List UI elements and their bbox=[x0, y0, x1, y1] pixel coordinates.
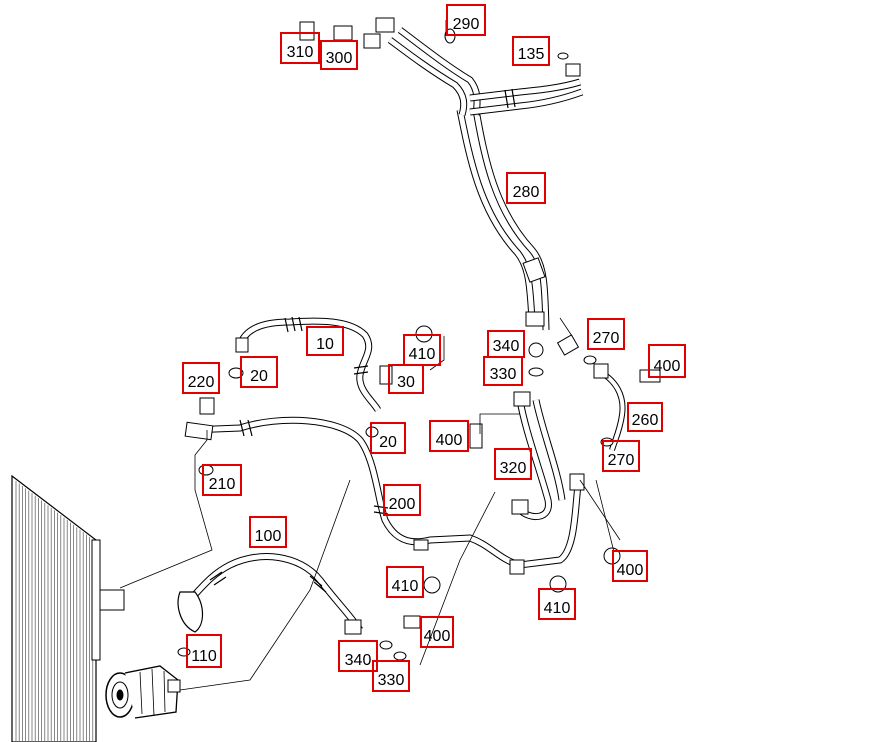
callout-label: 10 bbox=[316, 336, 334, 353]
callout-10[interactable]: 10 bbox=[306, 326, 344, 356]
callout-340[interactable]: 340 bbox=[487, 330, 525, 358]
callout-label: 260 bbox=[631, 412, 659, 429]
callout-20[interactable]: 20 bbox=[370, 422, 406, 454]
callout-label: 20 bbox=[379, 434, 397, 451]
callout-330[interactable]: 330 bbox=[372, 660, 410, 692]
callout-label: 270 bbox=[592, 330, 620, 347]
callout-270[interactable]: 270 bbox=[587, 318, 625, 350]
callout-label: 330 bbox=[377, 672, 405, 689]
callout-300[interactable]: 300 bbox=[320, 40, 358, 70]
callout-270[interactable]: 270 bbox=[602, 440, 640, 472]
callout-label: 300 bbox=[325, 50, 353, 67]
callout-label: 110 bbox=[191, 648, 217, 665]
callout-label: 220 bbox=[187, 374, 215, 391]
callout-20[interactable]: 20 bbox=[240, 356, 278, 388]
callout-400[interactable]: 400 bbox=[612, 550, 648, 582]
callout-100[interactable]: 100 bbox=[249, 516, 287, 548]
callout-label: 200 bbox=[388, 496, 416, 513]
callout-label: 400 bbox=[435, 432, 463, 449]
callout-label: 20 bbox=[250, 368, 268, 385]
callout-280[interactable]: 280 bbox=[506, 172, 546, 204]
callout-290[interactable]: 290 bbox=[446, 4, 486, 36]
callout-320[interactable]: 320 bbox=[494, 448, 532, 480]
callout-400[interactable]: 400 bbox=[429, 420, 469, 452]
callout-label: 280 bbox=[512, 184, 540, 201]
callout-label: 340 bbox=[492, 338, 520, 355]
callout-label: 400 bbox=[616, 562, 644, 579]
callout-label: 100 bbox=[254, 528, 282, 545]
callout-label: 135 bbox=[517, 46, 545, 63]
callout-label: 400 bbox=[653, 358, 681, 375]
callout-400[interactable]: 400 bbox=[420, 616, 454, 648]
callout-135[interactable]: 135 bbox=[512, 36, 550, 66]
compressor bbox=[105, 665, 181, 719]
callout-410[interactable]: 410 bbox=[538, 588, 576, 620]
callout-label: 330 bbox=[489, 366, 517, 383]
callout-330[interactable]: 330 bbox=[483, 356, 523, 386]
callout-label: 410 bbox=[391, 578, 419, 595]
callout-410[interactable]: 410 bbox=[403, 334, 441, 366]
callout-label: 30 bbox=[397, 374, 415, 391]
callout-260[interactable]: 260 bbox=[627, 402, 663, 432]
callout-label: 320 bbox=[499, 460, 527, 477]
callout-410[interactable]: 410 bbox=[386, 566, 424, 598]
callout-label: 410 bbox=[543, 600, 571, 617]
callout-400[interactable]: 400 bbox=[648, 344, 686, 378]
callout-label: 210 bbox=[208, 476, 236, 493]
callout-210[interactable]: 210 bbox=[202, 464, 242, 496]
callout-label: 340 bbox=[344, 652, 372, 669]
callout-label: 400 bbox=[423, 628, 451, 645]
callout-label: 310 bbox=[286, 44, 314, 61]
callout-label: 270 bbox=[607, 452, 635, 469]
callout-label: 410 bbox=[408, 346, 436, 363]
callout-200[interactable]: 200 bbox=[383, 484, 421, 516]
condenser bbox=[11, 474, 101, 742]
callout-30[interactable]: 30 bbox=[388, 364, 424, 394]
callout-110[interactable]: 110 bbox=[186, 634, 222, 668]
callout-label: 290 bbox=[452, 16, 480, 33]
callout-310[interactable]: 310 bbox=[280, 32, 320, 64]
callout-220[interactable]: 220 bbox=[182, 362, 220, 394]
